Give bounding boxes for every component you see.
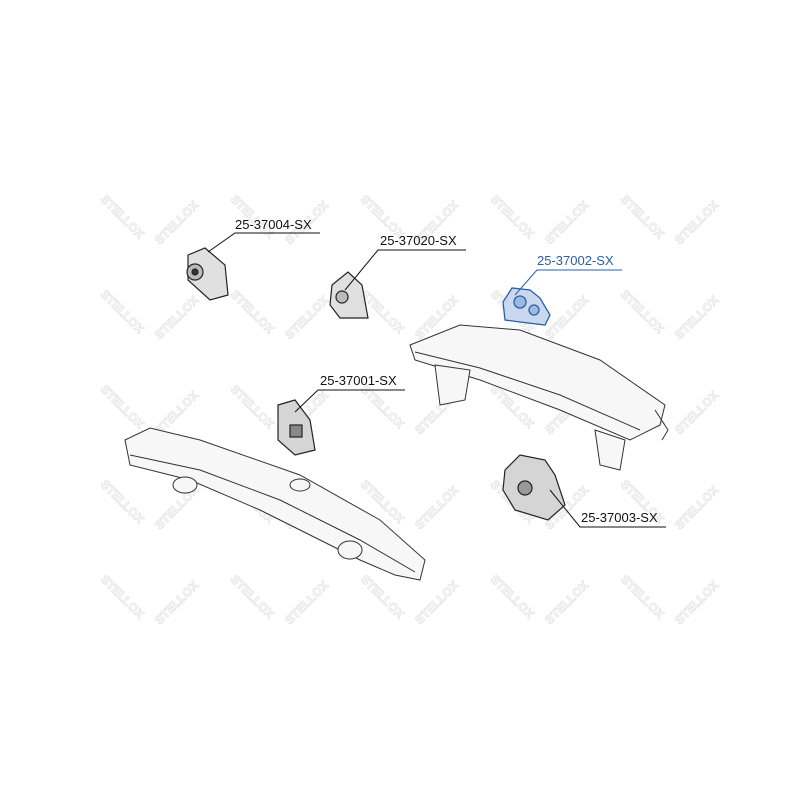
part-label[interactable]: 25-37020-SX (380, 233, 457, 248)
mount-25-37001-SX (277, 399, 316, 456)
part-label-highlighted[interactable]: 25-37002-SX (537, 253, 614, 268)
leader-lines (207, 232, 666, 528)
part-label[interactable]: 25-37001-SX (320, 373, 397, 388)
part-label[interactable]: 25-37003-SX (581, 510, 658, 525)
mount-25-37002-SX (502, 287, 551, 326)
mount-25-37004-SX (186, 247, 229, 301)
subframe-right (409, 324, 669, 471)
mount-25-37020-SX (329, 271, 369, 319)
subframe-left (124, 427, 426, 581)
part-label[interactable]: 25-37004-SX (235, 217, 312, 232)
mount-25-37003-SX (502, 454, 566, 521)
